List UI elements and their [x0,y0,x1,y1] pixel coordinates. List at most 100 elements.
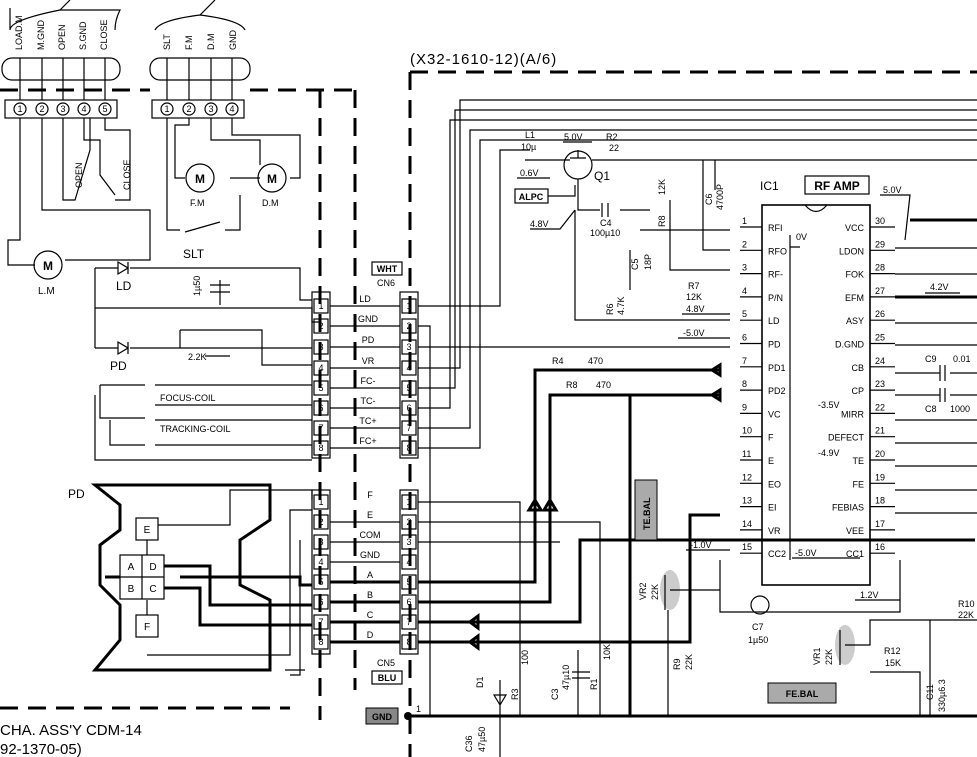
svg-text:5.0V: 5.0V [883,185,902,195]
svg-text:47µ50: 47µ50 [477,727,487,752]
svg-text:GND: GND [360,550,381,560]
svg-text:3: 3 [208,104,213,114]
pd-block-label: PD [68,487,85,501]
svg-text:E: E [367,510,373,520]
svg-text:C36: C36 [464,735,474,752]
svg-text:R10: R10 [958,599,975,609]
ic1-pin-number: 21 [875,426,885,436]
svg-text:1: 1 [318,497,323,507]
svg-text:-3.5V: -3.5V [818,400,840,410]
svg-text:10K: 10K [602,644,612,660]
ic1-pin-number: 25 [875,333,885,343]
lm-label: L.M [38,286,55,297]
svg-text:4: 4 [81,104,86,114]
svg-text:470: 470 [596,380,611,390]
svg-text:M: M [43,259,53,273]
svg-text:A: A [128,562,135,573]
svg-text:2: 2 [406,321,411,331]
ic1-pin-11: 11E [740,449,774,466]
svg-text:-5.0V: -5.0V [683,328,705,338]
photo-detector-block: PD E A D B C F [68,483,313,676]
alpc-circuit: L1 10µ 0.6V 5.0V R2 22 Q1 ALPC C4 100µ10… [514,130,977,390]
svg-text:VR1: VR1 [812,647,822,665]
svg-text:F.M: F.M [184,36,194,51]
mecha-switch: OPEN CLOSE [62,118,132,201]
svg-text:6: 6 [318,403,323,413]
ic1-pin-signal: RFO [768,246,787,256]
svg-text:1000: 1000 [950,404,970,414]
ic1-pin-signal: ASY [846,316,864,326]
svg-text:C: C [367,610,374,620]
svg-text:C: C [149,584,156,595]
svg-text:TE.BAL: TE.BAL [642,497,652,530]
svg-text:B: B [128,584,135,595]
svg-text:R6: R6 [605,303,615,315]
mecha-assembly-code: 92-1370-05) [0,741,82,757]
ic1-pin-number: 6 [742,333,747,343]
svg-text:VR2: VR2 [638,582,648,600]
ic1-pin-number: 23 [875,379,885,389]
svg-text:CN6: CN6 [377,278,395,288]
svg-text:GND: GND [228,30,238,51]
svg-text:A: A [367,570,373,580]
ic1-pin-number: 16 [875,542,885,552]
svg-text:2: 2 [318,321,323,331]
svg-text:D: D [149,562,156,573]
ic1-left-pins: 1RFI2RFO3RF-4P/N5LD6PD7PD18PD29VC10F11E1… [740,216,787,559]
ic1-pin-number: 1 [742,216,747,226]
ic1-rf-amp: IC1 RF AMP 0V 1RFI2RFO3RF-4P/N5LD6PD7PD1… [740,175,895,586]
svg-text:0V: 0V [796,232,807,242]
svg-text:1: 1 [164,104,169,114]
lower-components: D1 R3 100 C3 47µ10 R1 10K C36 47µ50 [464,644,612,757]
slt-label: SLT [183,247,205,261]
ic1-pin-signal: FEBIAS [832,503,864,513]
ic1-pin-6: 6PD [740,333,781,350]
svg-text:7: 7 [406,617,411,627]
svg-text:47µ10: 47µ10 [561,665,571,690]
svg-text:7: 7 [318,423,323,433]
svg-text:4: 4 [406,363,411,373]
svg-text:5: 5 [406,383,411,393]
ic1-pin-number: 10 [742,426,752,436]
svg-text:D.M: D.M [262,198,279,208]
svg-text:15K: 15K [885,658,901,668]
svg-text:8: 8 [318,443,323,453]
ic1-pin-number: 4 [742,286,747,296]
svg-text:C4: C4 [600,218,612,228]
ic1-pin-number: 13 [742,496,752,506]
svg-text:12K: 12K [657,179,667,195]
focus-coil: FOCUS-COIL [99,384,312,419]
svg-text:5: 5 [318,577,323,587]
ic1-pin-signal: CB [851,363,864,373]
svg-text:C5: C5 [630,258,640,270]
ic1-pin-3: 3RF- [740,263,783,280]
ic1-pin-signal: RF- [768,270,783,280]
ic1-pin-25: 25D.GND [835,333,895,350]
svg-text:8: 8 [318,637,323,647]
svg-text:0.6V: 0.6V [520,168,539,178]
svg-text:4.8V: 4.8V [530,219,549,229]
svg-text:LD: LD [359,294,371,304]
svg-text:C7: C7 [752,622,764,632]
ic1-pin-signal: EO [768,479,781,489]
board-code: (X32-1610-12)(A/6) [410,51,557,68]
svg-text:TC+: TC+ [359,416,376,426]
ic1-pin-number: 2 [742,239,747,249]
ic1-pin-number: 29 [875,239,885,249]
mecha-assembly-label: CHA. ASS'Y CDM-14 [0,722,142,739]
svg-text:4700P: 4700P [715,184,725,210]
ic1-pin-number: 28 [875,263,885,273]
